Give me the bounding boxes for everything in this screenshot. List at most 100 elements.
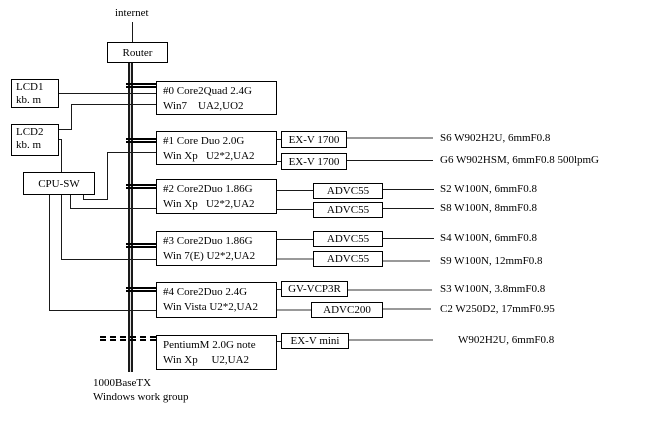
- computer-5-spec: PentiumM 2.0G note: [163, 339, 256, 351]
- connector-cpusw-pc1-v1: [83, 194, 84, 200]
- computer-3-os: Win 7(E) U2*2,UA2: [163, 250, 256, 262]
- computer-box-5: PentiumM 2.0G note Win Xp U2,UA2: [156, 335, 277, 370]
- connector-cpusw-pc1-h2: [107, 152, 156, 153]
- line-exv1700a-camera-s6: [347, 137, 433, 139]
- computer-1-spec: #1 Core Duo 2.0G: [163, 135, 245, 147]
- capture-device-box-6: GV-VCP3R: [281, 281, 348, 297]
- capture-device-6-label: GV-VCP3R: [288, 283, 341, 295]
- connector-pc1-exv1700-a: [277, 139, 281, 140]
- connector-pc4-gvvcp3r: [277, 289, 281, 290]
- line-gvvcp3r-camera-s3: [348, 289, 432, 291]
- network-stub-pc4: [126, 287, 156, 292]
- computer-4-os: Win Vista U2*2,UA2: [163, 301, 258, 313]
- capture-device-box-5: ADVC55: [313, 251, 383, 267]
- computer-0-os: Win7 UA2,UO2: [163, 100, 244, 112]
- capture-device-3-label: ADVC55: [326, 204, 370, 216]
- computer-box-2: #2 Core2Duo 1.86G Win Xp U2*2,UA2: [156, 179, 277, 214]
- camera-label-3: S8 W100N, 8mmF0.8: [440, 202, 537, 214]
- network-stub-pc0: [126, 83, 156, 88]
- camera-label-5: S9 W100N, 12mmF0.8: [440, 255, 543, 267]
- internet-label: internet: [115, 7, 149, 19]
- computer-box-0: #0 Core2Quad 2.4G Win7 UA2,UO2: [156, 81, 277, 115]
- computer-2-spec: #2 Core2Duo 1.86G: [163, 183, 253, 195]
- connector-lcd2-stub-lower: [58, 139, 62, 140]
- network-stub-pc2: [126, 184, 156, 189]
- connector-lcd2-stub-upper: [58, 129, 71, 130]
- computer-3-spec: #3 Core2Duo 1.86G: [163, 235, 253, 247]
- camera-label-4: S4 W100N, 6mmF0.8: [440, 232, 537, 244]
- line-advc55a-camera-s2: [383, 189, 434, 190]
- computer-box-3: #3 Core2Duo 1.86G Win 7(E) U2*2,UA2: [156, 231, 277, 266]
- camera-label-2: S2 W100N, 6mmF0.8: [440, 183, 537, 195]
- line-advc55c-camera-s4: [383, 238, 434, 239]
- capture-device-box-8: EX-V mini: [281, 333, 349, 349]
- camera-label-6: S3 W100N, 3.8mmF0.8: [440, 283, 546, 295]
- line-exvmini-camera-w902: [349, 339, 433, 341]
- connector-pc3-advc55-a: [277, 239, 313, 240]
- connector-cpusw-pc2-v: [70, 194, 71, 208]
- computer-box-4: #4 Core2Duo 2.4G Win Vista U2*2,UA2: [156, 282, 277, 318]
- capture-device-7-label: ADVC200: [323, 304, 371, 316]
- network-type-label: 1000BaseTX: [93, 377, 152, 389]
- network-bus: [128, 63, 133, 372]
- lcd1-label: LCD1: [16, 81, 44, 93]
- line-exv1700b-camera-g6: [347, 160, 433, 161]
- camera-label-8: W902H2U, 6mmF0.8: [458, 334, 555, 346]
- connector-lcd2-pc0: [71, 104, 156, 105]
- capture-device-box-7: ADVC200: [311, 302, 383, 318]
- network-stub-pc3: [126, 243, 156, 248]
- lcd2-peripherals-label: kb. m: [16, 139, 42, 151]
- computer-2-os: Win Xp U2*2,UA2: [163, 198, 255, 210]
- cpu-switch-label: CPU-SW: [38, 177, 80, 190]
- line-advc200-camera-c2: [383, 308, 431, 310]
- capture-device-2-label: ADVC55: [326, 185, 370, 197]
- connector-pc3-advc55-b: [277, 258, 313, 260]
- cpu-switch-box: CPU-SW: [23, 172, 95, 195]
- lcd1-peripherals-label: kb. m: [16, 94, 42, 106]
- network-stub-pc1: [126, 138, 156, 143]
- connector-lcd2-riser: [71, 104, 72, 130]
- lcd2-label: LCD2: [16, 126, 44, 138]
- line-advc55d-camera-s9: [383, 260, 430, 262]
- router-label: Router: [122, 46, 153, 59]
- lcd2-box: LCD2 kb. m: [11, 124, 59, 156]
- capture-device-1-label: EX-V 1700: [288, 155, 340, 168]
- computer-1-os: Win Xp U2*2,UA2: [163, 150, 255, 162]
- capture-device-box-1: EX-V 1700: [281, 153, 347, 170]
- connector-cpusw-pc3-v: [61, 194, 62, 259]
- connector-pc4-advc200: [277, 309, 311, 311]
- connector-cpusw-pc4-v: [49, 194, 50, 310]
- connector-lcd2-cpusw: [61, 139, 62, 172]
- capture-device-0-label: EX-V 1700: [288, 133, 340, 146]
- connector-lcd1-pc0: [59, 93, 156, 94]
- camera-label-1: G6 W902HSM, 6mmF0.8 500lpmG: [440, 154, 600, 166]
- capture-device-box-2: ADVC55: [313, 183, 383, 199]
- capture-device-8-label: EX-V mini: [290, 335, 340, 347]
- capture-device-4-label: ADVC55: [326, 233, 370, 245]
- connector-cpusw-pc1-h1: [83, 199, 108, 200]
- workgroup-label: Windows work group: [93, 391, 189, 403]
- capture-device-box-4: ADVC55: [313, 231, 383, 247]
- computer-4-spec: #4 Core2Duo 2.4G: [163, 286, 248, 298]
- connector-pc5-exvmini: [277, 341, 281, 342]
- connector-pc1-exv1700-b: [277, 161, 281, 162]
- connector-cpusw-pc4-h: [49, 310, 156, 311]
- computer-box-1: #1 Core Duo 2.0G Win Xp U2*2,UA2: [156, 131, 277, 165]
- connector-cpusw-pc1-v2: [107, 152, 108, 200]
- internet-link-line: [132, 22, 133, 43]
- connector-cpusw-pc3-h: [61, 259, 156, 260]
- camera-label-0: S6 W902H2U, 6mmF0.8: [440, 132, 551, 144]
- capture-device-box-0: EX-V 1700: [281, 131, 347, 148]
- camera-label-7: C2 W250D2, 17mmF0.95: [440, 303, 555, 315]
- lcd1-box: LCD1 kb. m: [11, 79, 59, 108]
- connector-pc2-advc55-a: [277, 190, 313, 191]
- router-box: Router: [107, 42, 168, 63]
- connector-cpusw-pc2-h: [70, 208, 156, 209]
- capture-device-box-3: ADVC55: [313, 202, 383, 218]
- connector-pc2-advc55-b: [277, 209, 313, 210]
- line-advc55b-camera-s8: [383, 208, 434, 209]
- network-stub-pc5-dashed: [100, 336, 156, 341]
- computer-0-spec: #0 Core2Quad 2.4G: [163, 85, 252, 97]
- computer-5-os: Win Xp U2,UA2: [163, 354, 250, 366]
